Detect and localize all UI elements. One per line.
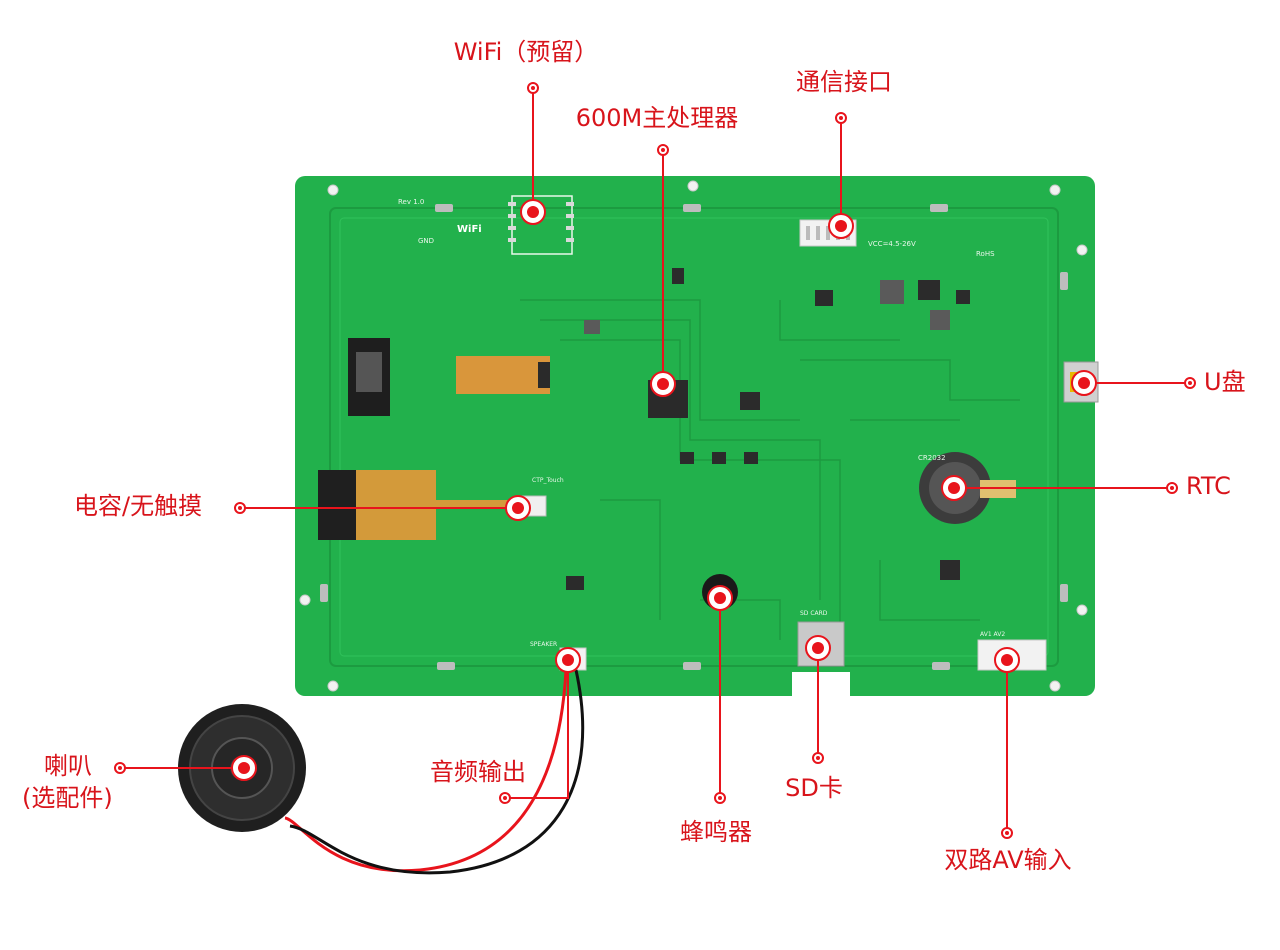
marker-comm bbox=[828, 213, 854, 239]
fpc-cable bbox=[456, 356, 550, 394]
silk-rev: Rev 1.0 bbox=[398, 198, 424, 206]
silk-vcc: VCC=4.5-26V bbox=[868, 240, 916, 248]
callout-cpu: 600M主处理器 bbox=[575, 104, 739, 132]
markers bbox=[231, 199, 1097, 781]
wifi-footprint bbox=[511, 195, 573, 255]
speaker-wire-black bbox=[289, 669, 585, 875]
callout-audio: 音频输出 bbox=[430, 758, 526, 786]
marker-buzzer bbox=[707, 585, 733, 611]
mounting-holes bbox=[299, 180, 1088, 692]
pcb-traces bbox=[520, 299, 1020, 640]
silk-speaker: SPEAKER bbox=[530, 641, 557, 648]
marker-wifi bbox=[520, 199, 546, 225]
marker-audio bbox=[555, 647, 581, 673]
silk-gnd: GND bbox=[418, 237, 434, 245]
callout-touch: 电容/无触摸 bbox=[74, 492, 203, 520]
callout-wifi: WiFi（预留） bbox=[453, 38, 599, 66]
marker-cpu bbox=[650, 371, 676, 397]
callout-comm: 通信接口 bbox=[796, 68, 892, 96]
silk-wifi: WiFi bbox=[457, 224, 482, 235]
marker-speaker bbox=[231, 755, 257, 781]
callout-udisk: U盘 bbox=[1204, 368, 1246, 396]
speaker-wire-red bbox=[284, 669, 568, 873]
marker-sd bbox=[805, 635, 831, 661]
screw-clips bbox=[320, 204, 1068, 670]
silk-rohs: RoHS bbox=[976, 250, 995, 258]
anchor-dots bbox=[114, 82, 1196, 839]
marker-touch bbox=[505, 495, 531, 521]
callout-av: 双路AV输入 bbox=[944, 846, 1072, 874]
callout-speaker-line1: 喇叭 bbox=[44, 752, 92, 780]
marker-rtc bbox=[941, 475, 967, 501]
silk-ctp-touch: CTP_Touch bbox=[532, 477, 564, 484]
silk-sd-card: SD CARD bbox=[800, 610, 828, 617]
callout-sd: SD卡 bbox=[785, 774, 843, 802]
marker-udisk bbox=[1071, 370, 1097, 396]
silk-av: AV1 AV2 bbox=[980, 631, 1005, 638]
callout-speaker-line2: (选配件) bbox=[22, 784, 113, 812]
leader-lines bbox=[120, 88, 1190, 833]
pcb-board: Rev 1.0 WiFi GND VCC=4.5-26V RoHS CR2032… bbox=[295, 176, 1099, 702]
callout-rtc: RTC bbox=[1186, 472, 1231, 500]
silk-cr2032: CR2032 bbox=[918, 454, 946, 462]
marker-av bbox=[994, 647, 1020, 673]
callout-buzzer: 蜂鸣器 bbox=[680, 818, 752, 846]
ic-chips bbox=[566, 268, 970, 590]
